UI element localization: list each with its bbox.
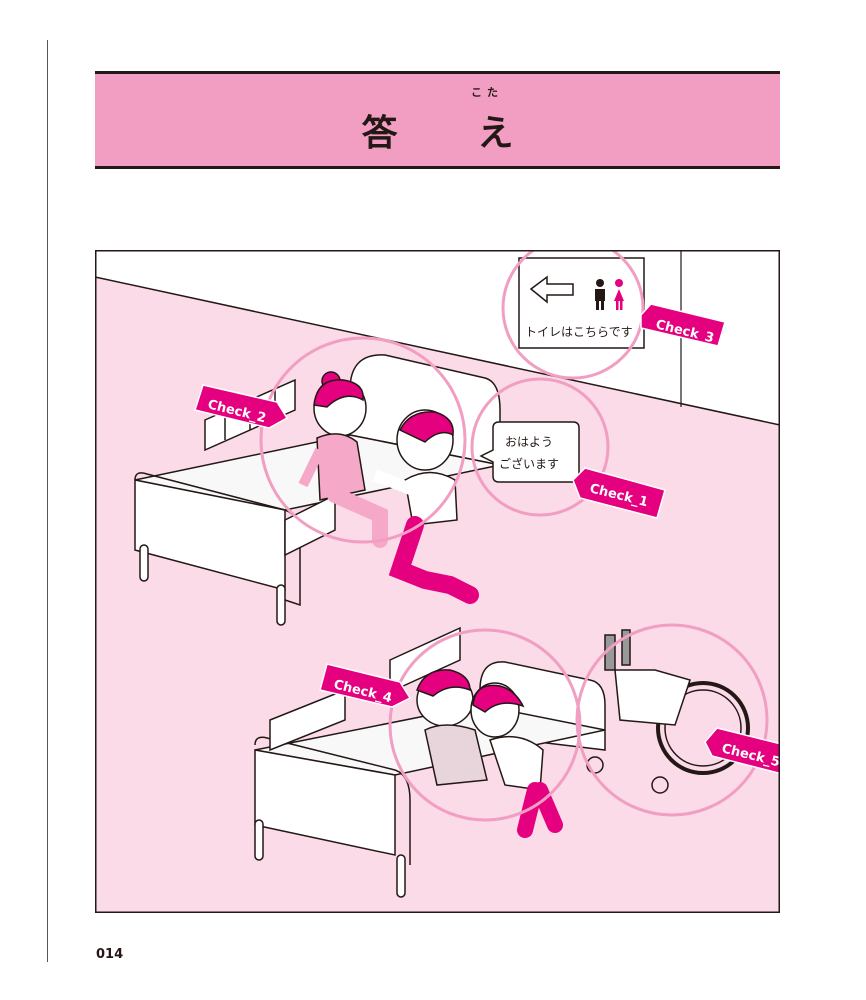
lower-bed-side (254, 749, 396, 856)
caregiver-hair (398, 411, 454, 443)
caregiver-torso (404, 471, 458, 526)
caregiver-arm (372, 469, 416, 496)
lower-bed-leg (254, 819, 264, 861)
lower-bed-side-rail (269, 688, 346, 752)
page-title: 答 え (361, 113, 536, 154)
check-3-circle (501, 250, 645, 380)
wheelchair-wheel (656, 681, 750, 775)
kneeling-caregiver (372, 409, 479, 604)
patient-arm (298, 447, 325, 488)
upper-bed-leg (276, 584, 286, 626)
toilet-sign: トイレはこちらです (518, 257, 645, 349)
speech-bubble: おはよう ございます (479, 421, 580, 483)
upper-bed-leg (139, 544, 149, 582)
male-toilet-icon (595, 279, 605, 310)
patient-legs (327, 487, 388, 548)
lower-bed-footboard (254, 736, 411, 865)
title-banner: こた 答 え (95, 71, 780, 169)
wall-edge-line (95, 276, 780, 426)
care-room-illustration: トイレはこちらです おはよう ございます (95, 250, 780, 913)
wheelchair-caster (651, 776, 669, 794)
lower-caregiver (470, 682, 563, 838)
seated-patient (298, 371, 388, 548)
lower-patient-hair (416, 669, 471, 697)
check-circles (259, 250, 769, 822)
wheelchair-seat (614, 669, 691, 726)
wheelchair-handle (621, 629, 631, 666)
upper-bed-side-rail (284, 493, 336, 557)
margin-rule (47, 40, 48, 962)
check-5-tag: Check_5 (704, 727, 780, 775)
patient-hair (313, 379, 364, 408)
check-2-circle (259, 336, 467, 544)
sign-text: トイレはこちらです (525, 325, 633, 339)
page-number: 014 (96, 947, 124, 962)
patient-torso (316, 433, 366, 501)
wheelchair (586, 629, 750, 794)
lower-caregiver-hair (472, 684, 525, 713)
lower-patient-torso (424, 724, 488, 786)
arrow-left-icon (529, 275, 574, 304)
wheelchair-rim (664, 689, 742, 767)
scene-frame (95, 250, 780, 913)
female-toilet-icon (614, 279, 624, 310)
speech-line-1: おはよう (505, 435, 553, 449)
caregiver-legs (388, 516, 479, 604)
check-5-circle (575, 623, 769, 817)
upper-bed (134, 354, 501, 626)
speech-line-2: ございます (499, 456, 559, 471)
title-ruby: こた (471, 86, 503, 99)
lower-bed-leg (396, 854, 406, 898)
check-1-circle (470, 377, 610, 517)
illustration-scene: トイレはこちらです おはよう ございます (95, 250, 780, 913)
check-4-circle (388, 628, 582, 822)
